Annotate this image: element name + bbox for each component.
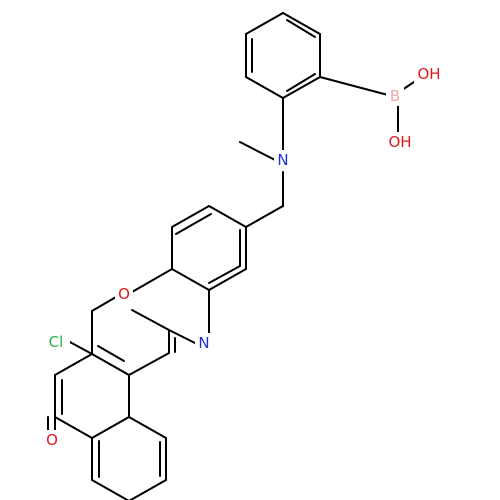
bond-line [128,416,167,439]
bond-line [286,19,316,38]
hydroxyl-top-label: OH [417,65,440,83]
boron-atom-label: B [390,87,400,105]
bond-line [91,353,130,376]
bond-layer [47,12,421,500]
bond-line [171,268,210,291]
bond-line [319,76,389,96]
bond-line [208,205,247,228]
amine-nitrogen-label: N [277,151,288,169]
bond-line [131,268,173,293]
bond-line [208,268,247,291]
bond-line [67,340,93,355]
bond-line [131,309,170,331]
bond-line [239,141,276,161]
ketone-oxygen-label: O [46,431,58,449]
bond-line [54,353,93,376]
bond-line [282,76,321,99]
bond-line [91,479,130,500]
ring-oxygen-label: O [118,285,130,303]
bond-line [168,329,196,344]
bond-line [128,479,167,500]
bond-line [91,296,117,312]
ring-nitrogen-label: N [198,334,209,352]
hydroxyl-bottom-label: OH [388,133,411,151]
bond-line [208,265,241,284]
bond-line [97,345,125,362]
bond-line [286,73,316,92]
bond-line [128,352,170,376]
chlorine-atom-label: Cl [49,333,64,351]
bond-line [171,205,210,228]
bond-line [175,213,212,235]
bond-line [91,416,130,439]
bond-line [282,12,321,35]
bond-line [245,205,284,228]
bond-line [245,12,284,35]
bond-line [54,416,93,439]
bond-line [245,76,284,99]
atom-label-layer: Cl O O N N B OH OH [40,64,444,450]
